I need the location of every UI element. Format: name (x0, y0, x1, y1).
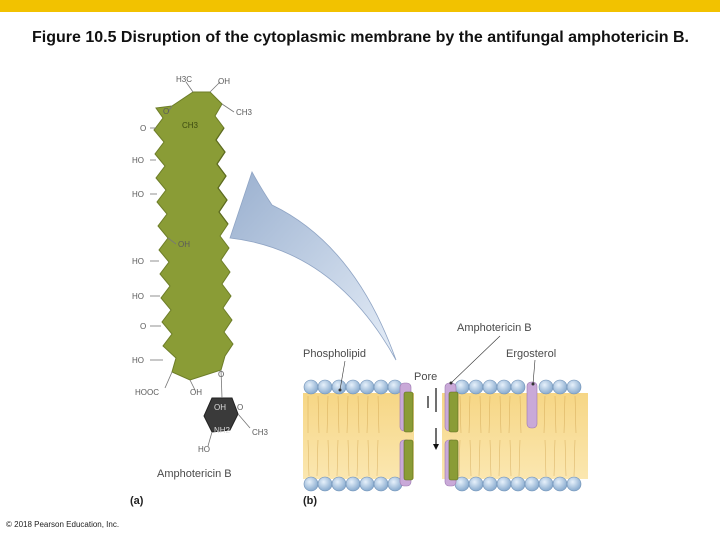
label-ergosterol: Ergosterol (506, 348, 556, 360)
label-phospholipid: Phospholipid (303, 348, 366, 360)
caption-amphotericin: Amphotericin B (157, 468, 232, 480)
group-oh-mid: OH (178, 240, 190, 249)
zoom-arrow (229, 171, 397, 361)
amphotericin-structure: H3C OH O CH3 O CH3 HO HO OH HO HO O HO H… (132, 75, 269, 480)
group-oh-top: OH (218, 77, 230, 86)
group-o-glyc: O (218, 370, 224, 379)
panel-label-a: (a) (130, 495, 144, 507)
group-oh-bottom: OH (190, 388, 202, 397)
copyright-notice: © 2018 Pearson Education, Inc. (6, 520, 120, 529)
membrane-diagram: Amphotericin B Phospholipid Ergosterol P… (303, 322, 588, 492)
mycosamine-ring (203, 397, 239, 433)
group-ho-3: HO (132, 257, 144, 266)
label-amphotericin: Amphotericin B (457, 322, 532, 334)
group-ho-sugar: HO (198, 445, 210, 454)
group-o-ring: O (163, 107, 169, 116)
group-ho-1: HO (132, 156, 144, 165)
group-nh2: NH2 (214, 426, 231, 435)
accent-bar (0, 0, 720, 12)
group-hooc: HOOC (135, 388, 159, 397)
panel-label-b: (b) (303, 495, 317, 507)
label-pore: Pore (414, 371, 437, 383)
group-h3c: H3C (176, 75, 192, 84)
group-ch3-sugar: CH3 (252, 428, 269, 437)
group-oh-sugar: OH (214, 403, 226, 412)
group-o-sugar: O (237, 403, 243, 412)
group-o-keto: O (140, 124, 146, 133)
macrolide-ring (153, 91, 234, 381)
group-ho-2: HO (132, 190, 144, 199)
slide-title: Figure 10.5 Disruption of the cytoplasmi… (32, 29, 689, 46)
group-o-left: O (140, 322, 146, 331)
group-ch3-right: CH3 (236, 108, 253, 117)
group-ch3-inner: CH3 (182, 121, 199, 130)
group-ho-5: HO (132, 356, 144, 365)
group-ho-4: HO (132, 292, 144, 301)
